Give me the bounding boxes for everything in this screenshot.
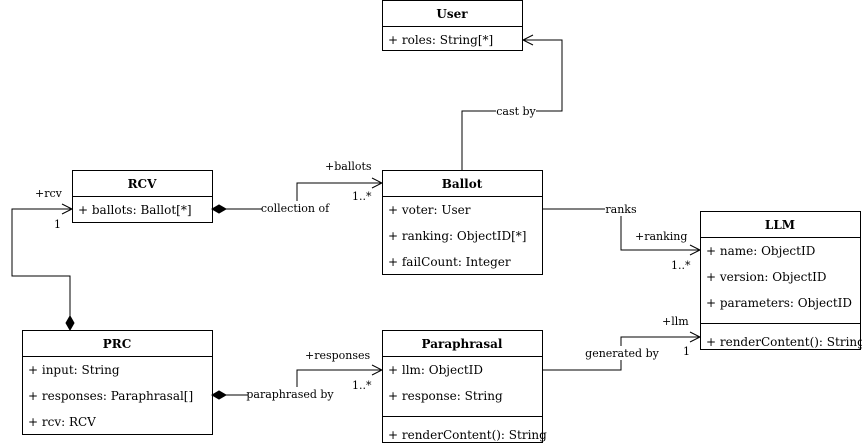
llm-multiplicity: 1 [683,345,690,358]
composition-diamond-icon [210,390,228,400]
composition-diamond-icon [210,204,228,214]
relation-cast-by[interactable]: cast by [461,34,563,170]
class-llm[interactable]: LLM + name: ObjectID + version: ObjectID + … [700,211,862,350]
paraphrased-by-label: paraphrased by [246,388,334,401]
class-user[interactable]: User + roles: String[*] [382,0,523,51]
class-prc-attribute: + responses: Paraphrasal[] [28,389,193,403]
responses-multiplicity: 1..* [352,379,372,392]
ballots-role-label: +ballots [325,160,372,173]
class-paraphrasal[interactable]: Paraphrasal + llm: ObjectID + response: St… [382,330,548,443]
collection-of-label: collection of [261,202,330,215]
cast-by-label-bg [496,104,536,118]
cast-by-label: cast by [496,105,536,118]
class-paraphrasal-attribute: + response: String [388,389,503,403]
class-llm-attribute: + version: ObjectID [706,270,827,284]
arrowhead-icon [371,177,384,189]
class-ballot-attribute: + voter: User [388,203,471,217]
class-rcv-name: RCV [128,177,158,191]
class-llm-attribute: + name: ObjectID [706,244,815,258]
class-paraphrasal-name: Paraphrasal [422,337,503,351]
class-ballot-box [382,170,543,275]
prc-rcv-line [11,208,72,316]
arrowhead-icon [61,203,74,215]
relation-generated-by[interactable]: generated by +llm 1 [543,315,702,371]
rcv-multiplicity: 1 [54,218,61,231]
class-llm-attribute: + parameters: ObjectID [706,296,852,310]
relation-collection-of[interactable]: collection of +ballots 1..* [210,160,384,215]
collection-of-label-bg [262,201,328,215]
paraphrased-by-label-bg [248,387,332,401]
class-prc-attribute: + input: String [28,363,120,377]
arrowhead-icon [371,364,384,376]
class-prc[interactable]: PRC + input: String + responses: Paraphras… [22,330,213,435]
class-rcv-attribute: + ballots: Ballot[*] [78,203,192,217]
class-ballot-attribute: + failCount: Integer [388,255,511,269]
ranking-multiplicity: 1..* [671,259,691,272]
relation-paraphrased-by[interactable]: paraphrased by +responses 1..* [210,349,384,401]
classes-layer: User + roles: String[*] RCV + ballots: Ball… [22,0,862,443]
generated-by-label: generated by [585,347,659,360]
responses-role-label: +responses [305,349,371,362]
rcv-role-label: +rcv [35,187,63,200]
class-user-name: User [436,7,468,21]
ranking-role-label: +ranking [635,230,687,243]
class-ballot-name: Ballot [442,177,483,191]
class-paraphrasal-box [382,330,543,443]
class-ballot[interactable]: Ballot + voter: User + ranking: ObjectID[*… [382,170,543,275]
relations-layer: cast by collection of +ballots 1..* rank… [11,34,702,401]
ranks-line [543,208,700,251]
class-llm-name: LLM [765,218,795,232]
class-paraphrasal-attribute: + llm: ObjectID [388,363,483,377]
ranks-label: ranks [605,203,637,216]
arrowhead-icon [689,331,702,343]
collection-of-line [226,182,382,210]
composition-diamond-icon [65,314,75,332]
class-prc-box [22,330,213,435]
ballots-multiplicity: 1..* [352,190,372,203]
class-prc-attribute: + rcv: RCV [28,415,96,429]
cast-by-line [461,39,563,170]
ranks-label-bg [605,202,637,216]
class-llm-box [700,211,861,350]
arrowhead-icon [689,244,702,256]
relation-ranks[interactable]: ranks +ranking 1..* [543,202,702,272]
generated-by-label-bg [586,346,658,360]
class-llm-method: + renderContent(): String [706,335,862,349]
class-user-box [382,0,523,51]
class-prc-name: PRC [103,337,132,351]
class-paraphrasal-method: + renderContent(): String [388,428,547,442]
class-ballot-attribute: + ranking: ObjectID[*] [388,229,526,243]
arrowhead-icon [521,34,534,46]
relation-prc-rcv[interactable]: +rcv 1 [11,187,75,332]
llm-role-label: +llm [662,315,689,328]
class-user-attribute: + roles: String[*] [388,33,493,47]
class-rcv[interactable]: RCV + ballots: Ballot[*] [72,170,213,223]
